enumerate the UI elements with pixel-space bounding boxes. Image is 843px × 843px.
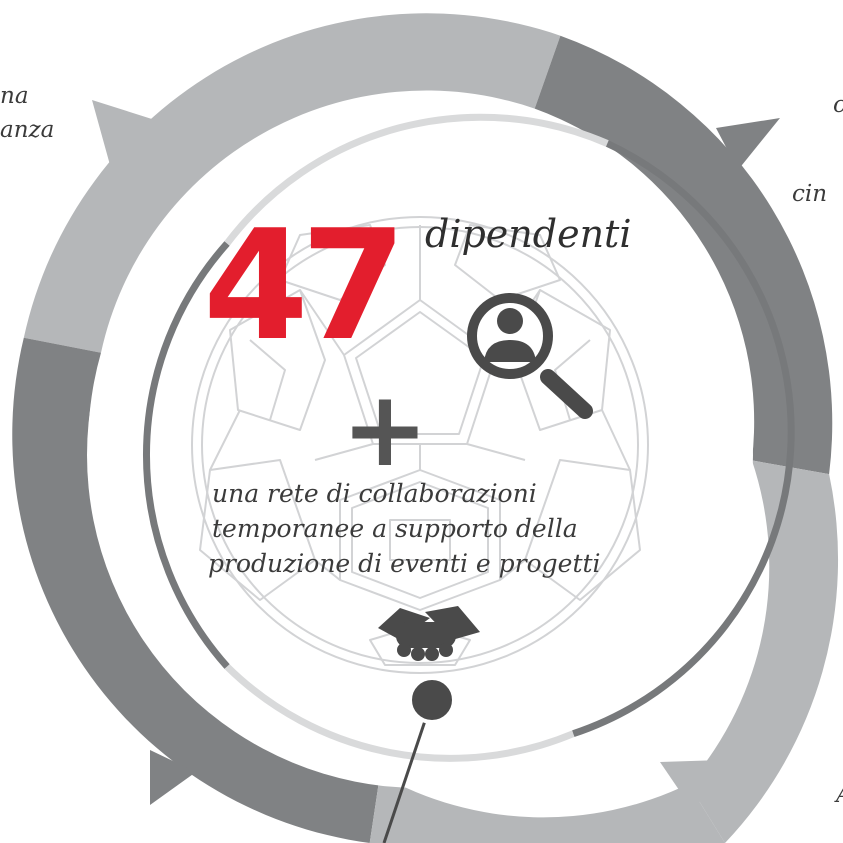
inner-ring-arc-dark-right xyxy=(572,140,795,738)
outer-ring-segment-top-left xyxy=(23,13,561,353)
inner-ring-arc-light-top xyxy=(224,113,609,246)
outer-ring-segment-left xyxy=(12,337,380,843)
inner-ring-arc-dark-left xyxy=(142,241,230,669)
ring-pointer-bottom-right xyxy=(660,760,722,812)
side-text-top-left-1: na xyxy=(0,83,29,109)
ring-pointer-bottom-left xyxy=(150,750,196,805)
headline-number: 47 xyxy=(203,197,399,374)
side-text-top-right-1: c xyxy=(833,92,843,118)
side-text-top-right-2: cin xyxy=(792,181,827,207)
headline-unit: dipendenti xyxy=(425,212,631,256)
connector-pointer xyxy=(382,676,456,843)
network-description-line-3: produzione di eventi e progetti xyxy=(208,549,601,578)
ring-pointer-top-right xyxy=(716,118,780,170)
handshake-icon xyxy=(378,606,480,661)
ring-pointer-top-left xyxy=(92,100,155,165)
side-text-bottom-right: A xyxy=(834,782,843,808)
outer-ring-segment-bottom-right xyxy=(688,460,839,843)
person-search-icon xyxy=(467,293,593,419)
inner-ring xyxy=(142,113,795,762)
side-text-top-left-2: anza xyxy=(0,117,54,143)
globe-pattern xyxy=(191,216,649,674)
network-description-line-1: una rete di collaborazioni xyxy=(212,479,537,508)
outer-ring xyxy=(12,13,839,843)
outer-ring-segment-bottom xyxy=(369,774,725,843)
inner-ring-arc-light-bottom xyxy=(224,664,575,762)
network-description-line-2: temporanee a supporto della xyxy=(212,514,578,543)
plus-sign: + xyxy=(341,368,428,490)
